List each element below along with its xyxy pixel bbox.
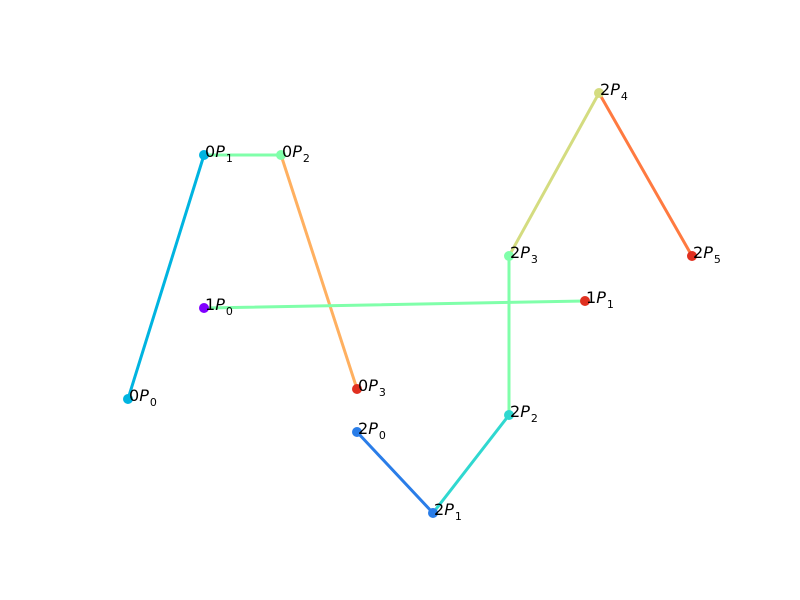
label-subscript: 4 <box>621 90 628 103</box>
point-label-0-0: 0P0 <box>129 386 157 409</box>
point-label-0-2: 0P2 <box>282 142 310 165</box>
label-prefix: 2 <box>434 500 444 519</box>
points-layer <box>123 88 697 518</box>
segment-2-1-2 <box>431 413 511 515</box>
segment-2-4-5 <box>597 91 694 258</box>
segment-1-0-1 <box>202 299 587 310</box>
label-variable: P <box>292 142 302 161</box>
label-subscript: 3 <box>531 253 538 266</box>
label-variable: P <box>215 142 225 161</box>
point-2-2 <box>504 410 514 420</box>
segment-0-0-1 <box>126 153 206 401</box>
label-subscript: 3 <box>379 386 386 399</box>
label-prefix: 0 <box>205 142 215 161</box>
label-prefix: 0 <box>129 386 139 405</box>
label-variable: P <box>596 288 606 307</box>
point-0-3 <box>352 384 362 394</box>
label-subscript: 1 <box>226 152 233 165</box>
point-label-2-3: 2P3 <box>510 243 538 266</box>
label-prefix: 2 <box>510 243 520 262</box>
label-prefix: 2 <box>510 402 520 421</box>
label-subscript: 0 <box>379 429 386 442</box>
label-variable: P <box>139 386 149 405</box>
label-prefix: 2 <box>693 243 703 262</box>
point-0-2 <box>276 150 286 160</box>
label-subscript: 2 <box>531 412 538 425</box>
label-variable: P <box>444 500 454 519</box>
point-label-1-0: 1P0 <box>205 295 233 318</box>
point-2-1 <box>428 508 438 518</box>
point-0-1 <box>199 150 209 160</box>
label-subscript: 0 <box>226 305 233 318</box>
segment-0-2-3 <box>279 153 359 391</box>
label-subscript: 1 <box>607 298 614 311</box>
point-2-4 <box>594 88 604 98</box>
point-1-1 <box>580 296 590 306</box>
segments-layer <box>126 91 694 515</box>
point-label-2-0: 2P0 <box>358 419 386 442</box>
label-variable: P <box>610 80 620 99</box>
label-subscript: 1 <box>455 510 462 523</box>
label-subscript: 0 <box>150 396 157 409</box>
label-subscript: 2 <box>303 152 310 165</box>
point-2-5 <box>687 251 697 261</box>
point-label-0-1: 0P1 <box>205 142 233 165</box>
label-prefix: 0 <box>358 376 368 395</box>
segment-2-3-4 <box>507 91 601 258</box>
label-prefix: 1 <box>205 295 215 314</box>
segment-2-0-1 <box>355 430 435 515</box>
point-label-2-5: 2P5 <box>693 243 721 266</box>
point-label-2-2: 2P2 <box>510 402 538 425</box>
point-label-1-1: 1P1 <box>586 288 614 311</box>
point-label-0-3: 0P3 <box>358 376 386 399</box>
point-0-0 <box>123 394 133 404</box>
point-2-0 <box>352 427 362 437</box>
label-subscript: 5 <box>714 253 721 266</box>
point-label-2-4: 2P4 <box>600 80 628 103</box>
label-variable: P <box>520 402 530 421</box>
point-2-3 <box>504 251 514 261</box>
point-label-2-1: 2P1 <box>434 500 462 523</box>
label-variable: P <box>215 295 225 314</box>
label-prefix: 0 <box>282 142 292 161</box>
label-prefix: 2 <box>358 419 368 438</box>
label-variable: P <box>368 376 378 395</box>
label-variable: P <box>703 243 713 262</box>
label-prefix: 2 <box>600 80 610 99</box>
label-variable: P <box>368 419 378 438</box>
point-1-0 <box>199 303 209 313</box>
label-prefix: 1 <box>586 288 596 307</box>
label-variable: P <box>520 243 530 262</box>
